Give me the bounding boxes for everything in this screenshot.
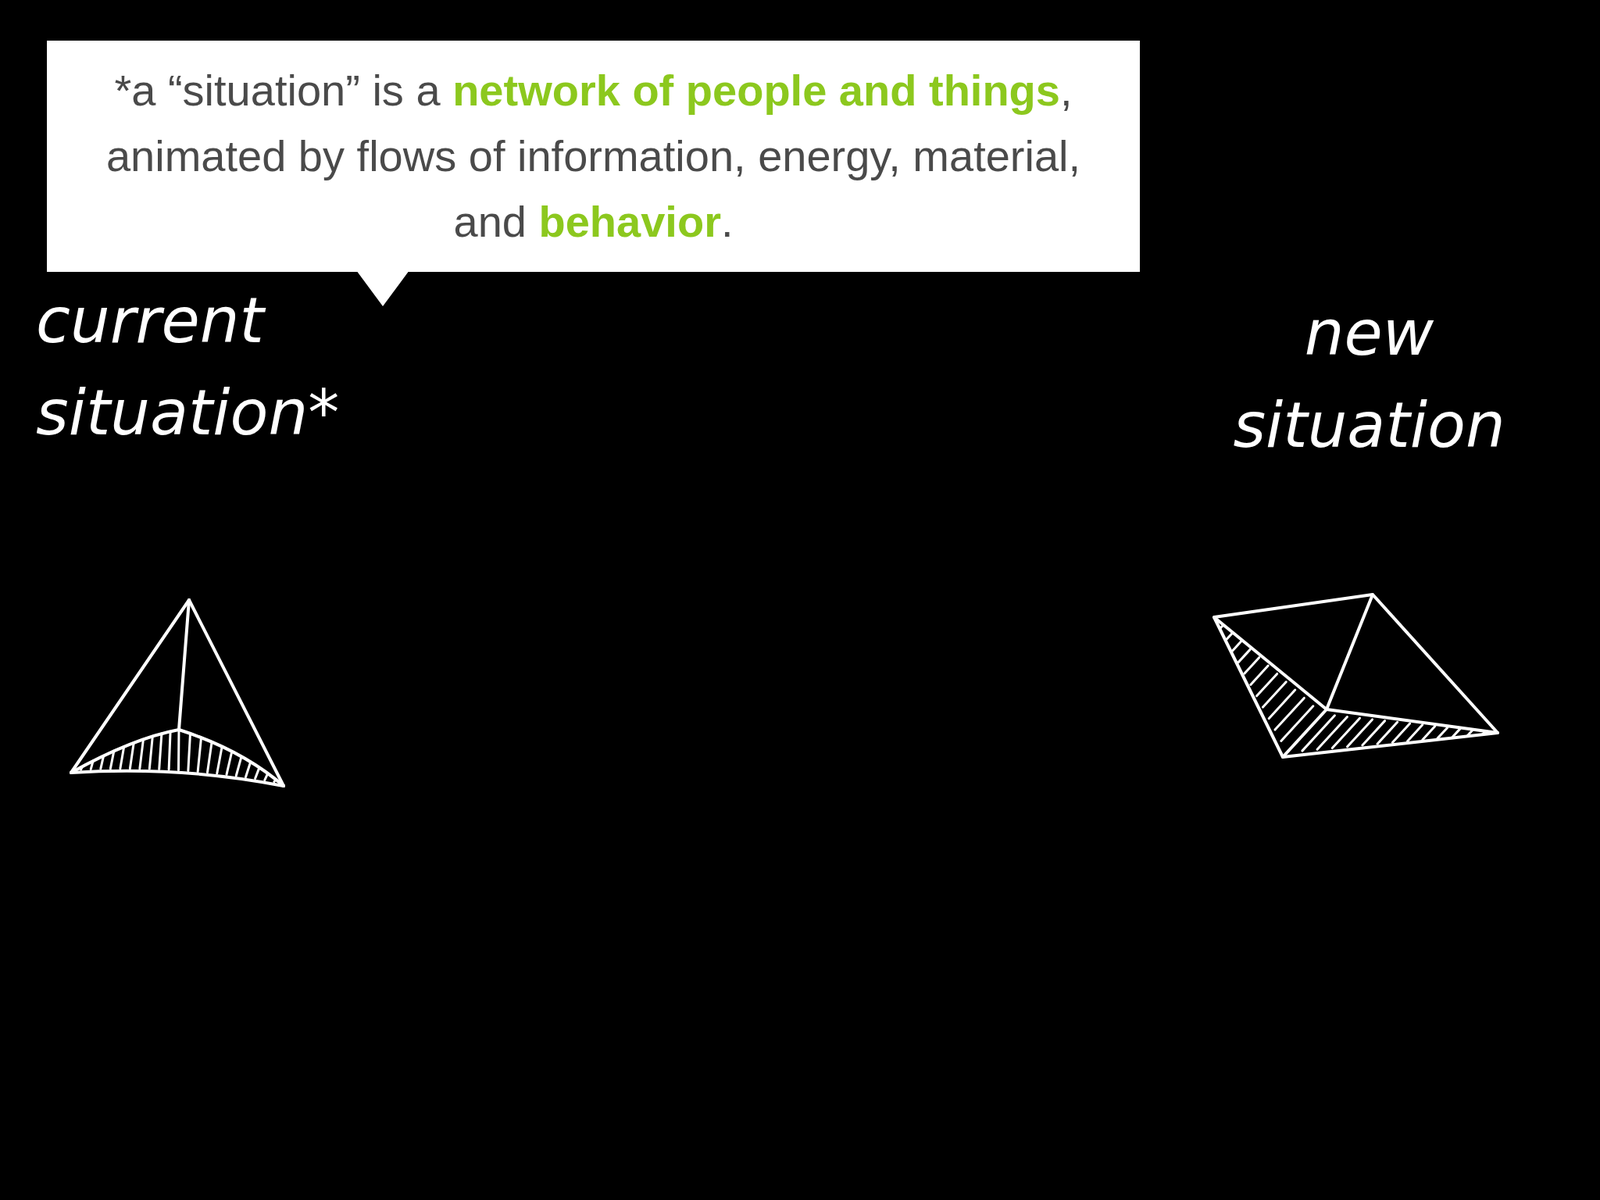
hatch-stroke: [149, 735, 153, 769]
space: [673, 65, 686, 115]
word: and: [453, 196, 527, 247]
word: “situation”: [167, 65, 361, 115]
space: [344, 131, 358, 181]
word: information,: [517, 131, 747, 181]
hatch-stroke: [1452, 728, 1461, 737]
hatch-stroke: [1302, 715, 1336, 751]
word: a: [415, 65, 440, 115]
space: [900, 131, 914, 181]
hatch-stroke: [168, 731, 171, 770]
hatch-stroke: [1422, 725, 1436, 740]
hatch-stroke: [1268, 689, 1296, 719]
space: [456, 131, 469, 181]
space: [826, 65, 840, 115]
hatch-stroke: [1250, 665, 1268, 685]
hatch-stroke: [100, 755, 104, 769]
hatch-stroke: [1232, 641, 1241, 651]
space: [440, 65, 454, 115]
pyramid-edge: [1214, 617, 1327, 710]
hatching: [81, 625, 1486, 782]
hatch-stroke: [1437, 727, 1448, 739]
pyramid-edge: [71, 771, 284, 786]
word: is: [371, 65, 404, 115]
hatch-stroke: [177, 729, 181, 771]
space: [403, 65, 417, 115]
highlight-word: behavior: [539, 196, 722, 247]
punctuation: .: [721, 196, 734, 247]
word: by: [298, 131, 345, 181]
hatch-stroke: [1275, 697, 1304, 730]
pyramid-sketch: [1214, 594, 1498, 758]
hatch-stroke: [139, 739, 144, 768]
space: [360, 65, 373, 115]
word: animated: [106, 131, 286, 181]
handwritten-heading: current situation*: [35, 275, 411, 460]
hatch-stroke: [1317, 717, 1347, 750]
hatch-stroke: [197, 737, 201, 772]
hatch-stroke: [1467, 730, 1473, 736]
space: [526, 196, 540, 247]
space: [285, 131, 299, 181]
word: flows: [357, 131, 458, 181]
word: material,: [912, 131, 1081, 181]
hatch-stroke: [129, 742, 134, 769]
hatch-stroke: [1482, 731, 1486, 734]
hatch-stroke: [226, 751, 233, 775]
callout-text: *a “situation” is a network of people an…: [73, 57, 1114, 255]
pyramid-edge: [1326, 594, 1373, 710]
hatch-stroke: [188, 733, 191, 772]
space: [155, 65, 168, 115]
hatch-stroke: [110, 750, 114, 769]
space: [620, 65, 633, 115]
word: *a: [114, 65, 156, 115]
hatch-stroke: [207, 742, 212, 773]
pyramid-edge: [71, 729, 179, 773]
pyramid-edge: [71, 600, 190, 773]
punctuation: ,: [1060, 65, 1073, 115]
hatch-stroke: [1226, 633, 1233, 640]
highlight-word: and: [839, 65, 918, 115]
space: [916, 65, 929, 115]
hatch-stroke: [1332, 717, 1360, 748]
hatch-stroke: [255, 767, 260, 779]
hatch-stroke: [1257, 673, 1278, 696]
hatch-stroke: [159, 733, 162, 769]
hatch-stroke: [245, 761, 250, 778]
highlight-word: people: [685, 65, 827, 115]
hatch-stroke: [1244, 657, 1260, 674]
space: [746, 131, 759, 181]
space: [504, 131, 518, 181]
callout-box: *a “situation” is a network of people an…: [46, 40, 1140, 272]
word: of: [468, 131, 506, 181]
pyramid-edge: [1214, 594, 1498, 758]
highlight-word: network: [452, 65, 621, 115]
hatch-stroke: [235, 756, 242, 776]
pyramid-edge: [178, 600, 190, 730]
handwritten-heading: new situation: [1175, 287, 1563, 472]
hatch-stroke: [264, 773, 268, 781]
pyramid-sketch: [71, 600, 284, 786]
hatch-stroke: [1347, 719, 1373, 747]
callout-pointer: [356, 270, 410, 307]
hatch-stroke: [1220, 625, 1224, 629]
word: energy,: [757, 131, 901, 181]
hatch-stroke: [1281, 706, 1314, 742]
highlight-word: of: [632, 65, 674, 115]
hatch-stroke: [1407, 725, 1423, 742]
hatch-stroke: [90, 760, 93, 770]
hatch-stroke: [81, 766, 83, 770]
hatch-stroke: [1362, 721, 1386, 746]
hatch-stroke: [217, 746, 222, 774]
pyramid-edge: [189, 600, 284, 786]
hatch-stroke: [120, 746, 125, 769]
hatch-stroke: [1238, 649, 1250, 662]
highlight-word: things: [928, 65, 1061, 115]
hatch-stroke: [274, 779, 276, 783]
